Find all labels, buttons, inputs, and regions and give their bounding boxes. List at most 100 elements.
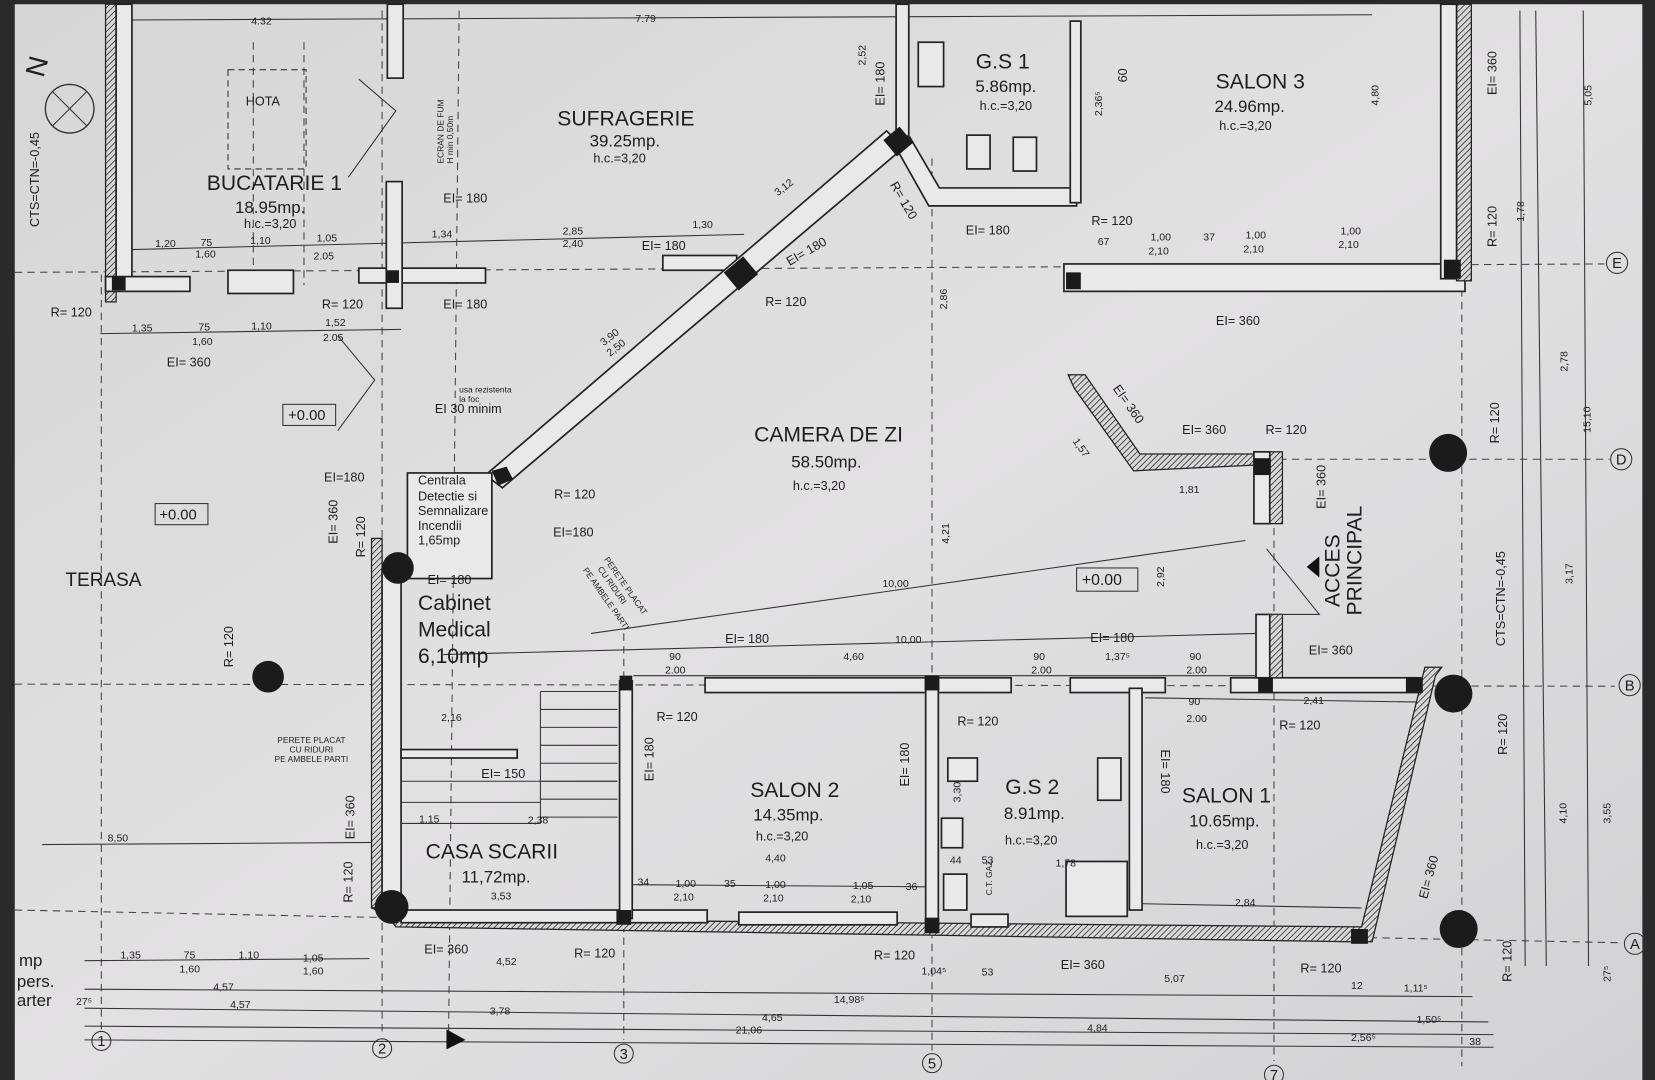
- room-cabinet-line2: Medical: [418, 619, 491, 642]
- note-cladded-wall-2b: CU RIDURI: [290, 745, 334, 755]
- dimension: 1,00: [765, 879, 786, 891]
- columns: [111, 126, 1478, 949]
- centrala-line2: Detectie si: [418, 489, 477, 503]
- grid-axis-A: A: [1623, 932, 1647, 955]
- dimension: 2.05: [313, 251, 334, 263]
- dimension: 2,36⁵: [1093, 91, 1105, 116]
- room-salon2-height: h.c.=3,20: [756, 829, 808, 843]
- dimension: 8,50: [108, 832, 129, 844]
- room-salon2-area: 14.35mp.: [753, 805, 823, 824]
- dimension: 3,55: [1602, 803, 1614, 824]
- resistance-rating: R= 120: [765, 295, 806, 309]
- resistance-rating: R= 120: [342, 861, 356, 902]
- dimension: 1,52: [325, 317, 346, 329]
- dimension: 1,30: [692, 219, 713, 231]
- fire-rating: EI= 150: [481, 767, 525, 781]
- resistance-rating: R= 120: [222, 626, 236, 667]
- dimension: 4,10: [1557, 803, 1569, 824]
- dimension: 44: [950, 855, 962, 867]
- room-casa-scarii-area: 11,72mp.: [462, 868, 531, 887]
- cut-text-2: pers.: [17, 972, 55, 991]
- dimension: 2,84: [1235, 897, 1256, 909]
- dimension: 37: [1203, 232, 1215, 244]
- room-gs2-height: h.c.=3,20: [1005, 834, 1057, 848]
- fire-rating: EI= 180: [966, 223, 1010, 237]
- resistance-rating: R= 120: [1500, 941, 1514, 982]
- dimension: 4,84: [1087, 1022, 1108, 1034]
- dimension: 90: [669, 651, 681, 663]
- dimension: 1,35: [132, 322, 153, 334]
- dimension: 3,53: [491, 890, 512, 902]
- resistance-rating: R= 120: [957, 714, 998, 728]
- room-sufragerie-height: h.c.=3,20: [593, 152, 645, 166]
- elevation-note-right: CTS=CTN=-0,45: [1494, 551, 1508, 646]
- room-gs2-area: 8.91mp.: [1004, 804, 1065, 823]
- dimension: 67: [1098, 236, 1110, 248]
- dimension: 1,60: [303, 965, 324, 977]
- dimension: 2,10: [1338, 239, 1359, 251]
- section-arrow-icon: [446, 1029, 466, 1050]
- grid-axis-2: 2: [372, 1038, 393, 1059]
- note-gas-boiler: C.T. GAZ: [984, 861, 994, 896]
- dimension: 12: [1351, 980, 1363, 992]
- dimension: 7.79: [635, 13, 656, 25]
- resistance-rating: R= 120: [1488, 402, 1502, 443]
- dimension: 2,40: [563, 238, 584, 250]
- dimension: 60: [1116, 68, 1130, 82]
- dimension: 10,00: [882, 578, 909, 590]
- dimension: 14,98⁵: [834, 994, 865, 1006]
- dimension: 36: [906, 881, 918, 893]
- dimension: 5,05: [1583, 85, 1595, 106]
- dimension: 1,81: [1179, 484, 1200, 496]
- dimension: 2.00: [1031, 665, 1052, 677]
- dimension: 1,05: [303, 953, 324, 965]
- grid-axis-E: E: [1605, 251, 1629, 274]
- dimension: 2,10: [851, 894, 872, 906]
- resistance-rating: R= 120: [554, 487, 595, 501]
- dimension: 4,65: [762, 1012, 783, 1024]
- fire-rating: EI= 180: [873, 62, 887, 106]
- grid-axis-7: 7: [1263, 1064, 1284, 1080]
- grid-axis-3: 3: [613, 1043, 634, 1064]
- dimension: 1,37⁵: [1105, 651, 1130, 663]
- dimension: 2,16: [441, 712, 462, 724]
- dimension: 2,38: [528, 814, 549, 826]
- room-bucatarie-area: 18.95mp.: [235, 198, 305, 217]
- room-salon1-name: SALON 1: [1182, 784, 1271, 807]
- note-ei30: EI 30 minim: [435, 402, 502, 416]
- grid-axis-B: B: [1618, 674, 1641, 697]
- dimension: 2.05: [323, 332, 344, 344]
- dimension: 4.32: [251, 15, 272, 27]
- dimension: 2,92: [1155, 566, 1167, 587]
- cut-text-3: arter: [17, 991, 52, 1010]
- dimension: 1,34: [432, 229, 453, 241]
- centrala-area: 1,65mp: [418, 534, 460, 548]
- dimension: 2.00: [665, 665, 686, 677]
- dimension: 2,52: [856, 45, 868, 66]
- fire-rating: EI= 180: [443, 192, 487, 206]
- dimension: 2,41: [1304, 695, 1325, 707]
- dimension: 1,15: [419, 813, 440, 825]
- centrala-line4: Incendii: [418, 519, 462, 533]
- dimension: 90: [1190, 651, 1202, 663]
- dimension: 1,60: [179, 963, 200, 975]
- room-gs1-height: h.c.=3,20: [980, 99, 1032, 113]
- dimension: 1,05: [317, 233, 338, 245]
- dimension: 1,50⁵: [1416, 1014, 1441, 1026]
- fire-rating: EI= 360: [1061, 958, 1105, 972]
- hood-outline: [227, 69, 307, 170]
- resistance-rating: R= 120: [1496, 714, 1510, 755]
- room-salon2-name: SALON 2: [750, 779, 839, 802]
- note-fire-door-1: usa rezistenta: [459, 385, 512, 395]
- fire-rating: EI= 180: [898, 743, 912, 787]
- dimension: 2.00: [1186, 713, 1207, 725]
- room-casa-scarii-name: CASA SCARII: [426, 840, 559, 863]
- dimension: 75: [184, 950, 196, 962]
- level-marker: +0.00: [1082, 572, 1122, 589]
- grid-axis-5: 5: [921, 1053, 943, 1074]
- dimension: 4,57: [230, 999, 251, 1011]
- fire-rating: EI= 180: [427, 573, 471, 587]
- room-camera-name: CAMERA DE ZI: [754, 423, 903, 446]
- dimension: 1,04⁵: [921, 965, 946, 977]
- dimension: 1,78: [1055, 858, 1076, 870]
